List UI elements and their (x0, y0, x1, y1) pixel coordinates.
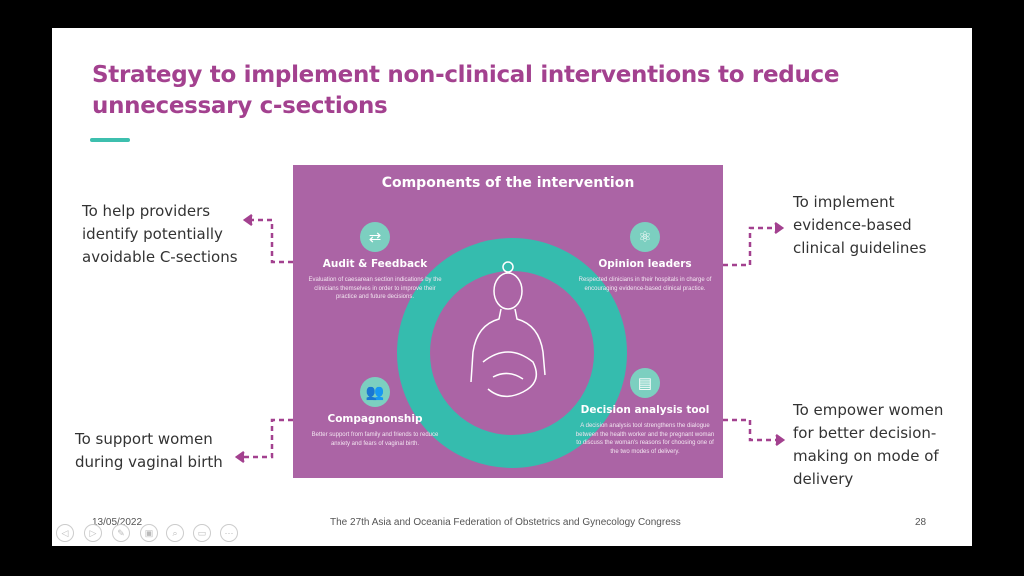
pregnant-woman-illustration (470, 261, 546, 398)
goal-top-right: To implement evidence-based clinical gui… (793, 193, 927, 257)
goal-bottom-right: To empower women for better decision-mak… (793, 401, 944, 488)
title-underline (90, 138, 130, 142)
pen-icon[interactable]: ✎ (112, 524, 130, 542)
component-desc: Evaluation of caesarean section indicati… (308, 277, 442, 300)
footer-page-number: 28 (915, 517, 927, 528)
footer-conference: The 27th Asia and Oceania Federation of … (330, 517, 681, 528)
more-options-icon[interactable]: ⋯ (220, 524, 238, 542)
component-decision-analysis-tool: ▤ Decision analysis tool A decision anal… (575, 368, 715, 456)
component-audit-feedback: ⇄ Audit & Feedback Evaluation of caesare… (305, 222, 445, 302)
slides-icon[interactable]: ▣ (140, 524, 158, 542)
component-desc: A decision analysis tool strengthens the… (575, 423, 715, 455)
slide-title: Strategy to implement non-clinical inter… (92, 62, 840, 119)
component-compagnonship: 👥 Compagnonship Better support from fami… (305, 377, 445, 448)
book-icon: ▤ (630, 368, 660, 398)
subtitles-icon[interactable]: ▭ (193, 524, 211, 542)
component-name: Audit & Feedback (322, 258, 428, 270)
component-name: Compagnonship (327, 413, 423, 425)
people-icon: 👥 (360, 377, 390, 407)
repeat-icon: ⇄ (360, 222, 390, 252)
component-name: Decision analysis tool (580, 404, 710, 416)
intervention-diagram: Components of the intervention ⇄ Audit &… (293, 165, 723, 478)
component-desc: Respected clinicians in their hospitals … (578, 277, 712, 292)
component-name: Opinion leaders (598, 258, 692, 270)
next-slide-icon[interactable]: ▷ (84, 524, 102, 542)
goal-bottom-left: To support women during vaginal birth (75, 430, 223, 471)
goal-top-left: To help providers identify potentially a… (82, 202, 238, 266)
diagram-title: Components of the intervention (381, 175, 635, 191)
atom-icon: ⚛ (630, 222, 660, 252)
previous-slide-icon[interactable]: ◁ (56, 524, 74, 542)
component-desc: Better support from family and friends t… (311, 432, 439, 447)
component-opinion-leaders: ⚛ Opinion leaders Respected clinicians i… (575, 222, 715, 293)
footer-date: 13/05/2022 (92, 517, 143, 528)
zoom-icon[interactable]: ⌕ (166, 524, 184, 542)
